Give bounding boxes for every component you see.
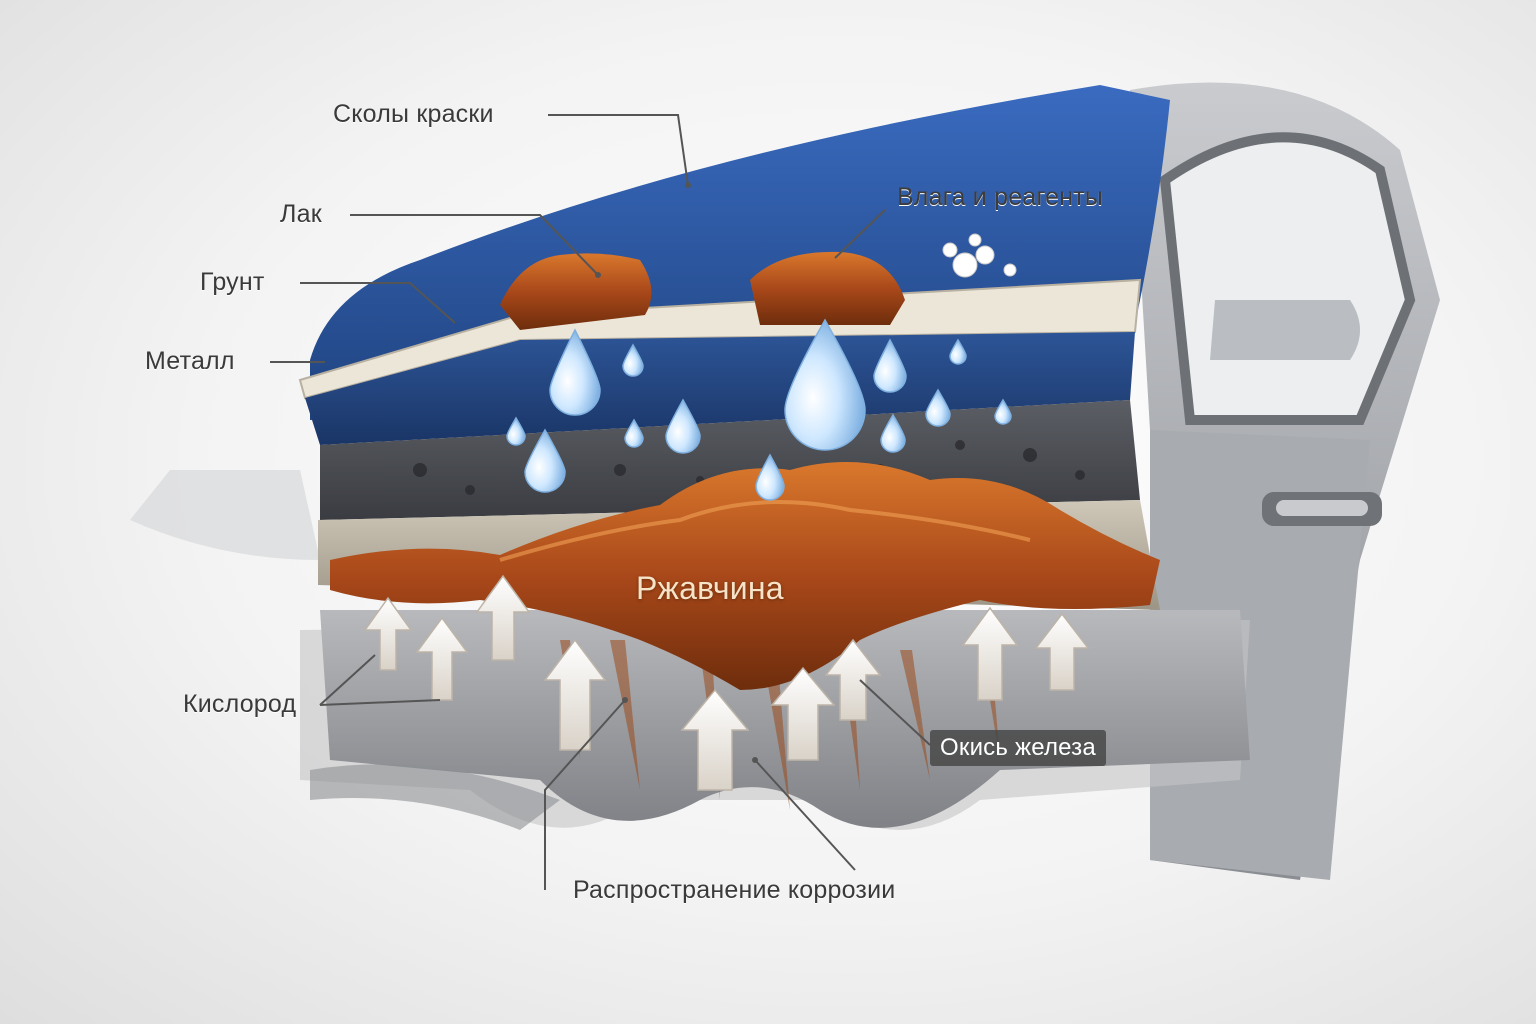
oxygen-arrows bbox=[363, 574, 1090, 791]
water-drop-icon bbox=[622, 343, 644, 377]
label-paint-chips: Сколы краски bbox=[333, 100, 494, 128]
steel-panel bbox=[310, 610, 1250, 830]
label-rust: Ржавчина bbox=[636, 570, 784, 606]
water-drop-icon bbox=[925, 388, 951, 427]
water-drop-icon bbox=[873, 338, 907, 393]
arrow-up-icon bbox=[415, 616, 469, 701]
salt-crystals bbox=[942, 233, 1017, 278]
arrow-up-icon bbox=[475, 574, 531, 661]
water-drop-icon bbox=[506, 416, 526, 446]
water-drop-icon bbox=[784, 318, 866, 451]
arrow-up-icon bbox=[961, 606, 1019, 701]
label-oxygen: Кислород bbox=[183, 690, 297, 718]
arrow-up-icon bbox=[1034, 612, 1090, 691]
water-droplets bbox=[506, 318, 1012, 501]
label-iron-oxide: Окись железа bbox=[930, 730, 1106, 766]
label-primer: Грунт bbox=[200, 268, 265, 296]
label-moisture-reagents: Влага и реагенты bbox=[897, 183, 1104, 211]
paint-chip-left bbox=[500, 253, 652, 330]
paint-chip-center bbox=[750, 251, 905, 325]
water-drop-icon bbox=[755, 453, 785, 501]
label-metal: Металл bbox=[145, 347, 235, 375]
water-drop-icon bbox=[624, 418, 644, 448]
label-corrosion-spread: Распространение коррозии bbox=[573, 876, 896, 904]
water-drop-icon bbox=[524, 428, 566, 493]
water-drop-icon bbox=[949, 338, 967, 365]
water-drop-icon bbox=[880, 413, 906, 453]
arrow-up-icon bbox=[824, 638, 882, 721]
arrow-up-icon bbox=[680, 688, 750, 791]
water-drop-icon bbox=[549, 328, 601, 416]
water-drop-icon bbox=[665, 398, 701, 454]
arrow-up-icon bbox=[770, 666, 836, 761]
leader-lines bbox=[270, 114, 931, 890]
water-drop-icon bbox=[994, 398, 1012, 425]
arrow-up-icon bbox=[363, 596, 413, 671]
rust-area bbox=[330, 462, 1160, 690]
label-clear-coat: Лак bbox=[280, 200, 322, 228]
